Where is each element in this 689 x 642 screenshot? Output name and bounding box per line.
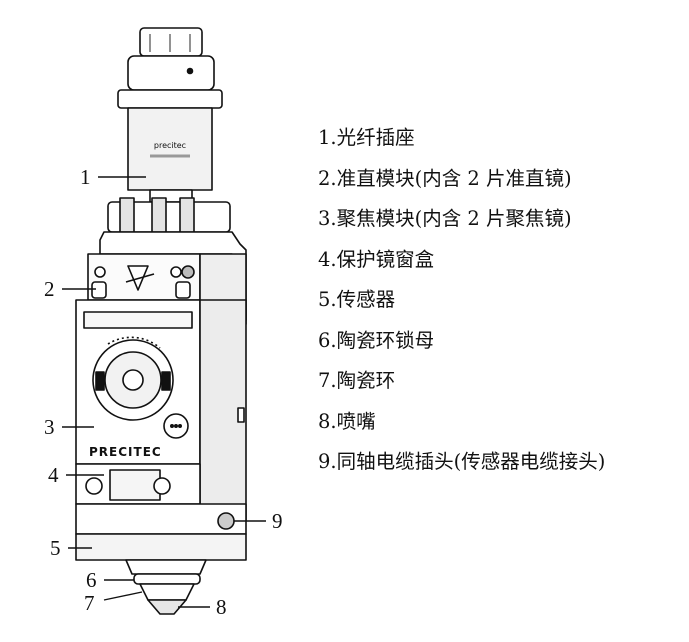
collimator-flange [107,197,231,233]
legend-item: 6.陶瓷环锁母 [318,328,435,352]
callout-4: 4 [48,463,59,487]
collimation-tube: precitec [127,107,213,203]
focus-body: PRECITEC [75,299,247,521]
legend-item: 1.光纤插座 [318,126,415,149]
brand-text: PRECITEC [89,445,162,459]
callout-3: 3 [44,415,55,439]
fiber-socket-cap [117,27,223,109]
nozzle-assembly [125,559,207,615]
sensor-block [75,503,247,561]
legend-item: 5.传感器 [318,288,396,311]
leader-lines [62,176,266,608]
callout-8: 8 [216,595,227,619]
callout-1: 1 [80,165,91,189]
legend-item: 4.保护镜窗盒 [318,247,435,271]
callout-9: 9 [272,509,283,533]
callout-5: 5 [50,536,61,560]
protective-window-box [75,463,201,505]
callout-2: 2 [44,277,55,301]
laser-head-diagram: precitec [44,27,283,619]
tube-logo: precitec [154,141,186,150]
legend-item: 7.陶瓷环 [318,369,396,392]
callout-7: 7 [84,591,95,615]
legend-item: 8.喷嘴 [318,409,376,433]
legend-item: 3.聚焦模块(内含 2 片聚焦镜) [318,207,572,230]
component-legend: 1.光纤插座 2.准直模块(内含 2 片准直镜) 3.聚焦模块(内含 2 片聚焦… [318,123,605,488]
callout-6: 6 [86,568,97,592]
legend-item: 2.准直模块(内含 2 片准直镜) [318,166,572,190]
legend-item: 9.同轴电缆插头(传感器电缆接头) [318,450,606,473]
